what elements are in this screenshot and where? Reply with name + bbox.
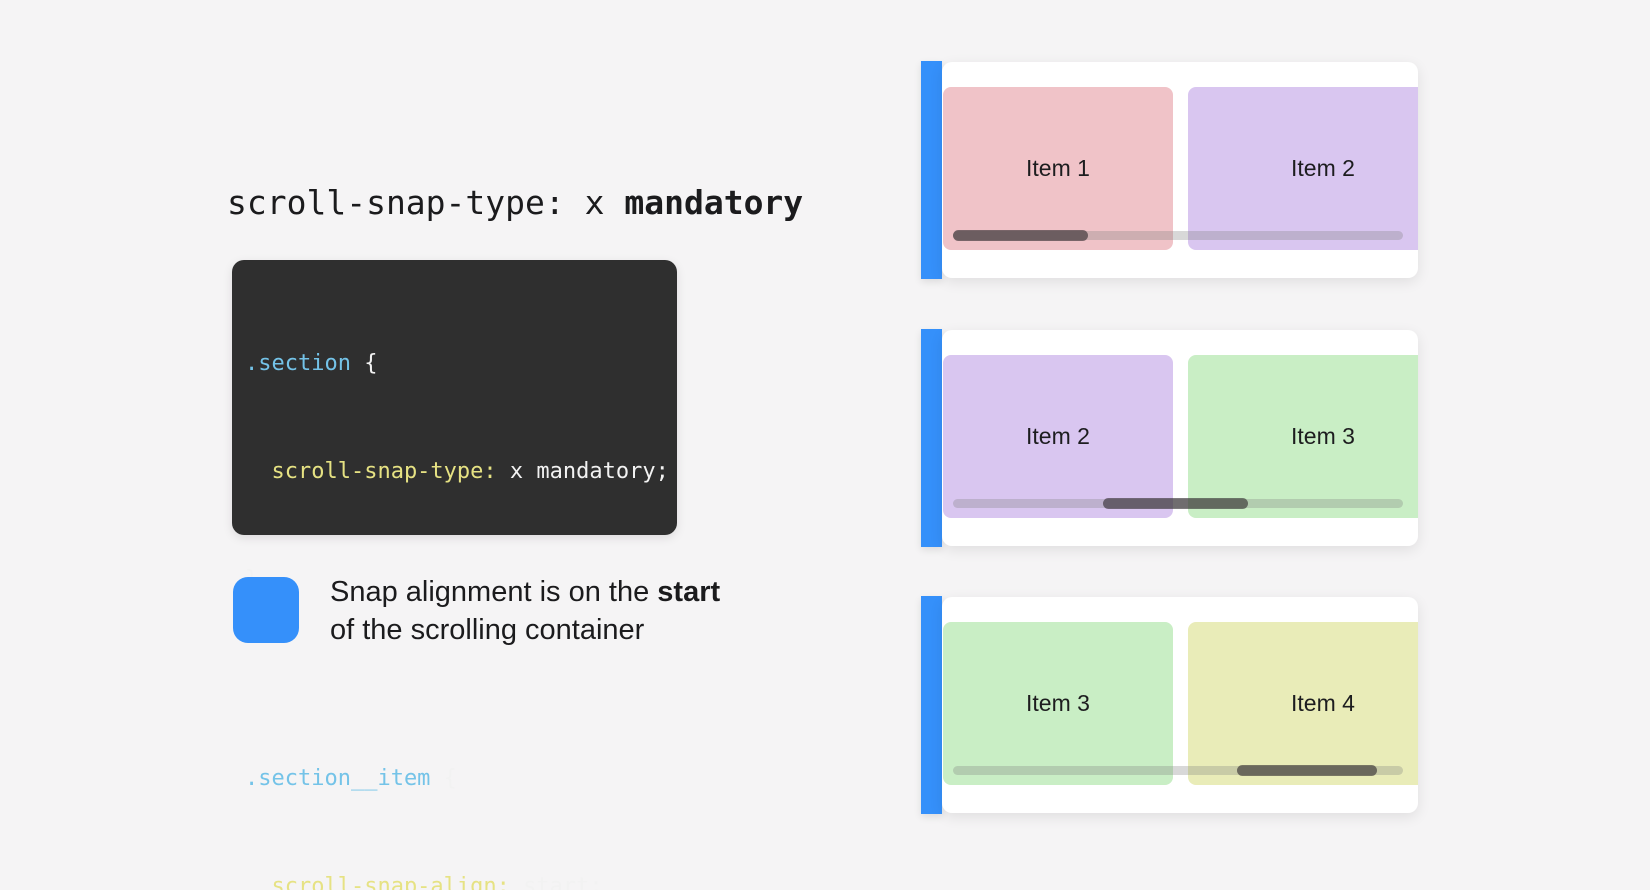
legend-line-1: Snap alignment is on the start xyxy=(330,573,720,611)
snap-item: Item 1 xyxy=(943,87,1173,250)
open-brace: { xyxy=(430,766,457,791)
css-value: start; xyxy=(509,874,603,890)
code-line-selector: .section__item { xyxy=(245,761,677,797)
legend: Snap alignment is on the start of the sc… xyxy=(233,576,720,649)
snap-item: Item 3 xyxy=(943,622,1173,785)
scroll-container-3[interactable]: Item 3 Item 4 xyxy=(942,597,1418,813)
snap-item: Item 4 xyxy=(1188,622,1418,785)
code-line-declaration: scroll-snap-type: x mandatory; xyxy=(245,454,677,490)
snap-indicator-swatch xyxy=(233,577,299,643)
css-property: scroll-snap-align: xyxy=(245,874,510,890)
snap-start-bar xyxy=(921,596,942,814)
legend-line-1-regular: Snap alignment is on the xyxy=(330,576,658,608)
snap-item-label: Item 2 xyxy=(1026,423,1090,449)
scroll-container-1[interactable]: Item 1 Item 2 xyxy=(942,62,1418,278)
scrollbar-thumb[interactable] xyxy=(953,230,1088,241)
page-title: scroll-snap-type: x mandatory xyxy=(227,183,803,223)
code-block: .section { scroll-snap-type: x mandatory… xyxy=(232,260,677,890)
code-line-declaration: scroll-snap-align: start; xyxy=(245,869,677,890)
css-property: scroll-snap-type: xyxy=(245,459,497,484)
scrollbar-track[interactable] xyxy=(953,231,1403,240)
legend-line-1-bold: start xyxy=(657,576,721,608)
snap-item-label: Item 2 xyxy=(1291,155,1355,181)
snap-item-label: Item 3 xyxy=(1291,423,1355,449)
open-brace: { xyxy=(350,351,378,376)
scroll-container-2[interactable]: Item 2 Item 3 xyxy=(942,330,1418,546)
css-selector: .section xyxy=(245,351,351,376)
snap-start-bar xyxy=(921,329,942,547)
snap-item-label: Item 1 xyxy=(1026,155,1090,181)
page-title-regular: scroll-snap-type: x xyxy=(227,183,625,222)
snap-item-label: Item 4 xyxy=(1291,690,1355,716)
snap-item: Item 2 xyxy=(1188,87,1418,250)
scrollbar-track[interactable] xyxy=(953,766,1403,775)
snap-item-label: Item 3 xyxy=(1026,690,1090,716)
snap-item: Item 2 xyxy=(943,355,1173,518)
legend-text: Snap alignment is on the start of the sc… xyxy=(330,573,720,649)
legend-line-2: of the scrolling container xyxy=(330,614,645,646)
css-value: x mandatory; xyxy=(496,459,669,484)
code-line-selector: .section { xyxy=(245,346,677,382)
page-title-bold: mandatory xyxy=(624,183,804,222)
snap-start-bar xyxy=(921,61,942,279)
css-selector: .section__item xyxy=(245,766,431,791)
scrollbar-thumb[interactable] xyxy=(1237,765,1377,776)
code-blank-line xyxy=(245,670,677,689)
snap-item: Item 3 xyxy=(1188,355,1418,518)
scrollbar-thumb[interactable] xyxy=(1103,498,1248,509)
